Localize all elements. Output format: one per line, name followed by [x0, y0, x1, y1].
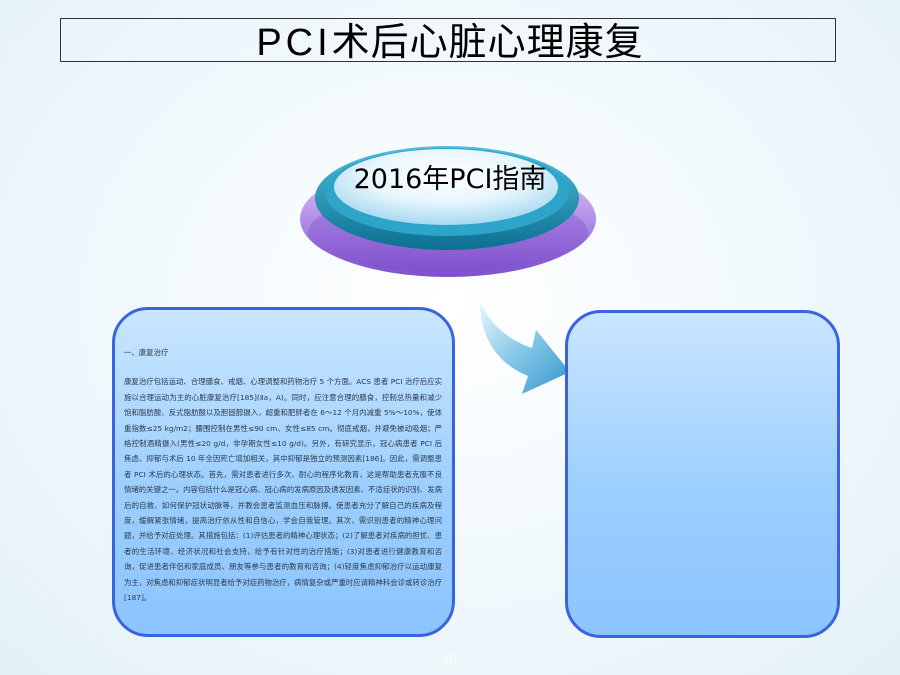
page-number: 10 — [442, 652, 458, 667]
disc-badge — [300, 146, 596, 277]
right-empty-panel — [565, 310, 840, 638]
badge-label: 2016年PCI指南 — [353, 164, 547, 195]
slide-title-latin: PCI — [256, 22, 332, 64]
title-frame — [60, 18, 836, 62]
slide-title: PCI术后心脏心理康复 — [0, 12, 900, 73]
left-text-panel — [112, 307, 455, 637]
curved-arrow-down-right-icon — [480, 302, 570, 394]
slide-title-cn: 术后心脏心理康复 — [331, 20, 644, 64]
left-panel-heading: 一、康复治疗 — [124, 348, 169, 357]
left-panel-body: 康复治疗包括运动、合理膳食、戒烟、心理调整和药物治疗 5 个方面。ACS 患者 … — [124, 377, 442, 603]
left-panel-content: 一、康复治疗 康复治疗包括运动、合理膳食、戒烟、心理调整和药物治疗 5 个方面。… — [124, 345, 442, 606]
disc-inner-face — [334, 149, 558, 225]
